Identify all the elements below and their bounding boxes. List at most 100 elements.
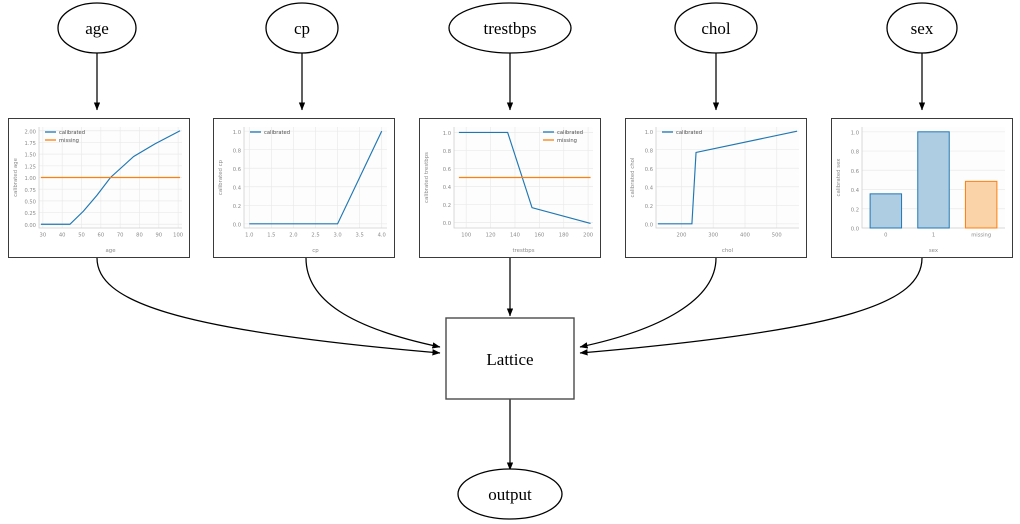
svg-text:0: 0 — [884, 233, 887, 239]
edge-chol-to-lattice — [579, 257, 717, 349]
svg-text:1.50: 1.50 — [24, 153, 36, 159]
svg-text:400: 400 — [740, 233, 750, 239]
node-lattice-label: Lattice — [486, 350, 533, 369]
svg-text:4.0: 4.0 — [378, 233, 386, 239]
edge-cp-to-lattice — [305, 257, 441, 349]
svg-text:0.0: 0.0 — [233, 222, 241, 228]
svg-text:0.8: 0.8 — [233, 148, 241, 154]
svg-text:0.2: 0.2 — [443, 203, 451, 209]
svg-text:calibrated cp: calibrated cp — [218, 159, 224, 195]
svg-text:0.4: 0.4 — [443, 185, 452, 191]
svg-text:0.2: 0.2 — [645, 204, 653, 210]
svg-text:2.0: 2.0 — [289, 233, 297, 239]
svg-text:0.4: 0.4 — [645, 185, 654, 191]
calibrator-plot-sex[interactable]: 0.0 0.2 0.4 0.6 0.8 1.0 0 1 missing sex calibrated… — [831, 118, 1013, 258]
svg-text:100: 100 — [461, 233, 471, 239]
svg-text:500: 500 — [772, 233, 782, 239]
edge-age-to-lattice — [96, 257, 441, 356]
svg-text:300: 300 — [708, 233, 718, 239]
svg-text:0.8: 0.8 — [851, 150, 859, 156]
svg-text:trestbps: trestbps — [512, 248, 534, 254]
svg-text:0.6: 0.6 — [443, 167, 451, 173]
edge-sex-to-lattice — [579, 257, 923, 356]
svg-text:chol: chol — [722, 248, 733, 254]
svg-text:1.00: 1.00 — [24, 176, 36, 182]
svg-text:0.2: 0.2 — [851, 207, 859, 213]
svg-text:calibrated trestbps: calibrated trestbps — [424, 152, 430, 203]
svg-text:missing: missing — [557, 138, 577, 144]
svg-text:180: 180 — [559, 233, 569, 239]
svg-text:0.4: 0.4 — [233, 185, 242, 191]
svg-text:calibrated sex: calibrated sex — [836, 158, 842, 197]
svg-text:calibrated chol: calibrated chol — [630, 158, 636, 198]
svg-text:1.0: 1.0 — [851, 130, 859, 136]
node-lattice[interactable]: Lattice — [445, 317, 575, 400]
svg-text:200: 200 — [676, 233, 686, 239]
svg-text:3.5: 3.5 — [356, 233, 364, 239]
node-trestbps[interactable]: trestbps — [448, 2, 572, 54]
svg-text:120: 120 — [486, 233, 496, 239]
svg-text:calibrated: calibrated — [676, 130, 702, 136]
svg-text:0.4: 0.4 — [851, 188, 860, 194]
node-chol-label: chol — [701, 19, 731, 38]
svg-text:0.6: 0.6 — [851, 169, 859, 175]
node-sex-label: sex — [911, 19, 934, 38]
svg-text:80: 80 — [136, 233, 143, 239]
svg-text:90: 90 — [156, 233, 163, 239]
svg-text:30: 30 — [40, 233, 47, 239]
node-output-label: output — [488, 485, 532, 504]
svg-text:140: 140 — [510, 233, 520, 239]
svg-text:1.0: 1.0 — [233, 130, 241, 136]
svg-text:1: 1 — [932, 233, 935, 239]
svg-text:70: 70 — [117, 233, 124, 239]
svg-text:60: 60 — [98, 233, 105, 239]
node-cp-label: cp — [294, 19, 310, 38]
svg-text:3.0: 3.0 — [333, 233, 341, 239]
plot-to-lattice-arrows — [96, 257, 923, 356]
svg-text:1.75: 1.75 — [24, 141, 36, 147]
svg-text:cp: cp — [312, 248, 319, 254]
node-output[interactable]: output — [457, 468, 563, 520]
svg-text:0.50: 0.50 — [24, 199, 36, 205]
svg-text:0.6: 0.6 — [645, 167, 653, 173]
svg-text:missing: missing — [59, 138, 79, 144]
svg-text:calibrated: calibrated — [557, 130, 583, 136]
svg-text:50: 50 — [78, 233, 85, 239]
svg-text:1.0: 1.0 — [245, 233, 253, 239]
svg-text:0.25: 0.25 — [24, 211, 36, 217]
node-age-label: age — [85, 19, 109, 38]
calibrator-plot-cp[interactable]: 0.0 0.2 0.4 0.6 0.8 1.0 1.0 1.5 2.0 2.5 3.0 3.5 4.0 c… — [213, 118, 395, 258]
svg-text:0.00: 0.00 — [24, 223, 36, 229]
svg-text:1.0: 1.0 — [645, 130, 653, 136]
calibrator-plot-chol[interactable]: 0.0 0.2 0.4 0.6 0.8 1.0 200 300 400 500 chol calibr… — [625, 118, 807, 258]
svg-text:1.25: 1.25 — [24, 164, 36, 170]
svg-text:age: age — [105, 248, 116, 254]
svg-text:missing: missing — [971, 233, 991, 239]
node-age[interactable]: age — [57, 2, 137, 54]
svg-text:0.8: 0.8 — [645, 148, 653, 154]
svg-text:2.00: 2.00 — [24, 129, 36, 135]
svg-text:0.0: 0.0 — [645, 222, 653, 228]
svg-text:0.0: 0.0 — [443, 221, 451, 227]
svg-text:0.8: 0.8 — [443, 149, 451, 155]
svg-text:0.75: 0.75 — [24, 188, 36, 194]
svg-text:sex: sex — [929, 248, 939, 254]
node-chol[interactable]: chol — [674, 2, 758, 54]
svg-text:1.5: 1.5 — [267, 233, 275, 239]
svg-text:calibrated age: calibrated age — [13, 157, 19, 196]
input-node-group: age cp trestbps chol sex — [57, 2, 958, 54]
svg-text:160: 160 — [534, 233, 544, 239]
svg-text:100: 100 — [173, 233, 183, 239]
node-sex[interactable]: sex — [886, 2, 958, 54]
svg-text:2.5: 2.5 — [311, 233, 319, 239]
svg-text:calibrated: calibrated — [59, 130, 85, 136]
node-to-plot-arrows — [93, 53, 926, 111]
node-cp[interactable]: cp — [265, 2, 339, 54]
svg-text:0.0: 0.0 — [851, 227, 859, 233]
svg-text:0.2: 0.2 — [233, 204, 241, 210]
svg-text:0.6: 0.6 — [233, 167, 241, 173]
